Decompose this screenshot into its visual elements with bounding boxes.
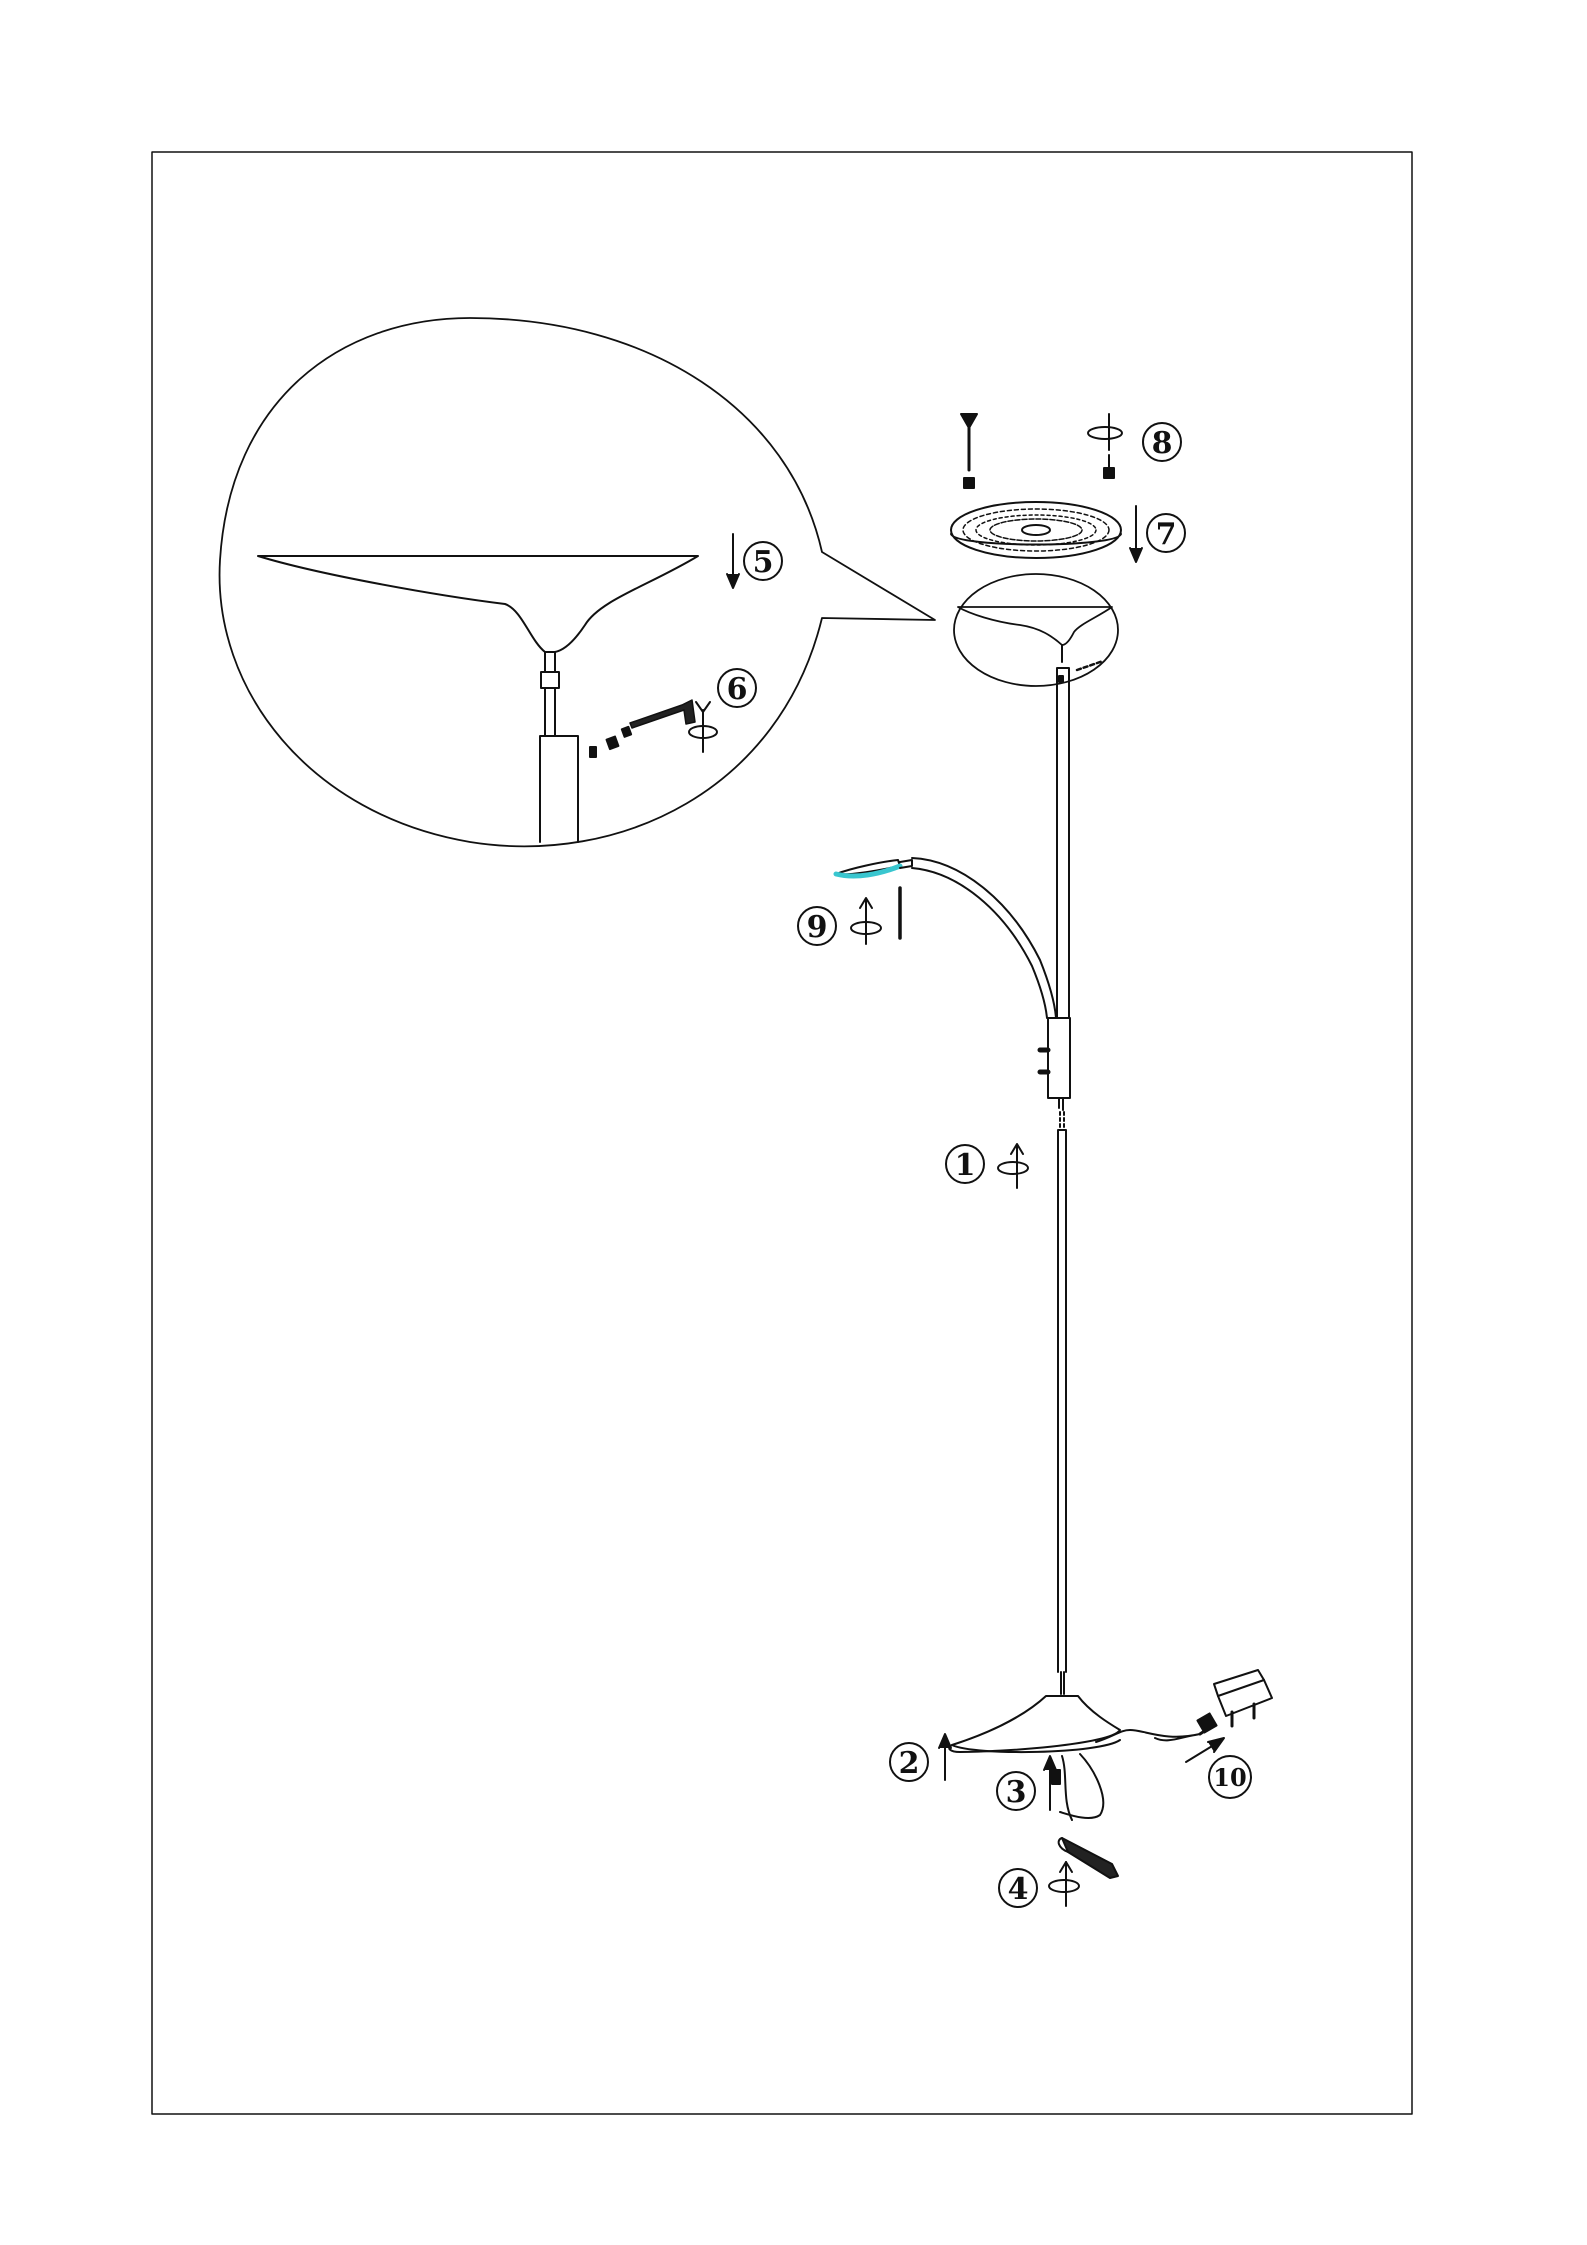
step-8-rotate-icon	[1088, 414, 1122, 450]
lower-pole	[1058, 1112, 1066, 1694]
shade-detail	[258, 556, 698, 736]
step-7-arrow-down-icon	[1130, 506, 1142, 562]
cable-clip	[1059, 1838, 1118, 1878]
step-10-badge: 10	[1209, 1756, 1251, 1798]
svg-text:1: 1	[955, 1148, 976, 1183]
step-5-badge: 5	[744, 542, 782, 580]
allen-key-icon	[630, 700, 695, 728]
svg-text:9: 9	[807, 910, 828, 945]
step-8-badge: 8	[1143, 423, 1181, 461]
step-1-rotate-icon	[998, 1144, 1028, 1188]
step-9-badge: 9	[798, 907, 836, 945]
step-4-rotate-icon	[1049, 1862, 1079, 1906]
step-1-badge: 1	[946, 1145, 984, 1183]
step-3-badge: 3	[997, 1772, 1035, 1810]
finial-screw-right-icon	[1104, 455, 1114, 478]
svg-text:5: 5	[753, 545, 774, 580]
svg-text:10: 10	[1213, 1763, 1246, 1792]
svg-text:8: 8	[1152, 426, 1173, 461]
base-screw-cable	[1044, 1754, 1103, 1820]
tube-detail	[540, 736, 596, 842]
step-4-badge: 4	[999, 1869, 1037, 1907]
detail-bubble: 5 6	[220, 318, 935, 846]
step-9-rotate-icon	[851, 888, 900, 944]
svg-text:7: 7	[1156, 517, 1177, 552]
grub-screw-icon	[607, 727, 632, 749]
dimmer-control-box	[1040, 1018, 1070, 1110]
finial-screw-left-icon	[961, 414, 977, 488]
step-6-badge: 6	[718, 669, 756, 707]
upper-pole	[1057, 661, 1103, 1018]
lamp-base	[949, 1696, 1120, 1752]
svg-text:4: 4	[1008, 1872, 1029, 1907]
step-2-arrow-up-icon	[939, 1734, 951, 1780]
decorative-diffuser-plate	[951, 502, 1121, 558]
svg-text:3: 3	[1006, 1775, 1027, 1810]
step-5-arrow-down-icon	[727, 534, 739, 588]
power-adapter-icon	[1214, 1670, 1272, 1726]
power-cord	[1096, 1713, 1217, 1742]
svg-text:2: 2	[899, 1746, 920, 1781]
step-7-badge: 7	[1147, 514, 1185, 552]
shade-zoom-ellipse	[954, 574, 1118, 686]
step-2-badge: 2	[890, 1743, 928, 1781]
page-frame	[152, 152, 1412, 2114]
reading-arm	[836, 858, 1056, 1018]
svg-text:6: 6	[727, 672, 748, 707]
